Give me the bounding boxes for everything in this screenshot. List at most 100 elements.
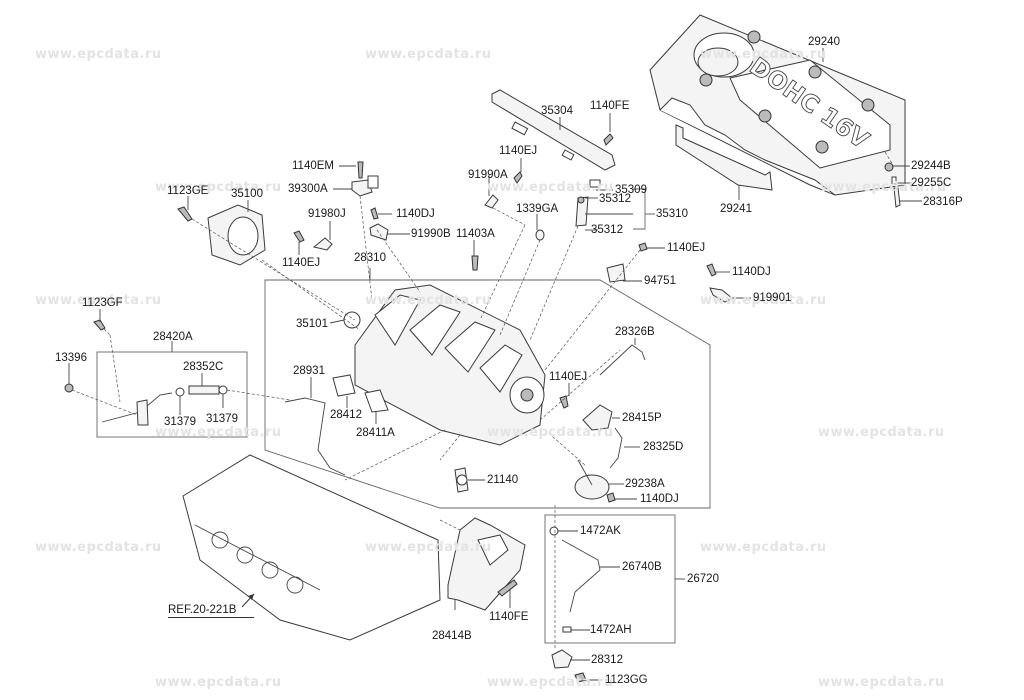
part-label-1123GF[interactable]: 1123GF [82, 297, 123, 309]
part-label-29244B[interactable]: 29244B [911, 160, 951, 172]
bracket-28420A[interactable] [136, 399, 149, 426]
part-label-26720[interactable]: 26720 [687, 573, 719, 585]
part-label-35304[interactable]: 35304 [541, 105, 573, 117]
part-label-26740B[interactable]: 26740B [622, 561, 662, 573]
clip-1339GA[interactable] [535, 229, 545, 241]
part-label-1140DJ-low[interactable]: 1140DJ [640, 493, 679, 505]
bracket-919901[interactable] [709, 287, 733, 303]
hose-28352C[interactable] [188, 385, 220, 395]
part-label-29238A[interactable]: 29238A [625, 478, 665, 490]
part-label-91980J[interactable]: 91980J [308, 208, 346, 220]
part-label-94751[interactable]: 94751 [644, 275, 676, 287]
nut-13396[interactable] [64, 383, 74, 393]
bracket-91990B[interactable] [369, 223, 389, 241]
part-label-35312-b[interactable]: 35312 [591, 224, 623, 236]
part-label-31379-b[interactable]: 31379 [206, 413, 238, 425]
part-label-1140DJ-top[interactable]: 1140DJ [396, 208, 435, 220]
part-label-35312-a[interactable]: 35312 [599, 193, 631, 205]
part-label-28420A[interactable]: 28420A [153, 331, 193, 343]
part-label-1140EJ-mid[interactable]: 1140EJ [549, 371, 588, 383]
part-label-1472AH[interactable]: 1472AH [590, 624, 632, 636]
part-label-35101[interactable]: 35101 [296, 318, 328, 330]
intake-manifold-28310[interactable] [354, 284, 546, 446]
clamp-31379-b[interactable] [218, 385, 228, 395]
part-label-29255C[interactable]: 29255C [911, 177, 952, 189]
hose-26740B[interactable] [561, 539, 601, 613]
part-label-91990A[interactable]: 91990A [468, 169, 508, 181]
part-label-35310[interactable]: 35310 [656, 208, 688, 220]
clamp-31379-a[interactable] [175, 387, 185, 397]
part-label-35309[interactable]: 35309 [615, 184, 647, 196]
part-label-28310[interactable]: 28310 [354, 252, 386, 264]
bolt-1140DJ-low[interactable] [606, 492, 616, 503]
part-label-1123GE[interactable]: 1123GE [167, 185, 209, 197]
part-label-28411A[interactable]: 28411A [356, 427, 395, 439]
part-label-21140[interactable]: 21140 [487, 474, 519, 486]
bolt-1123GF[interactable] [93, 319, 106, 331]
throttle-body-35100[interactable] [207, 204, 266, 266]
part-label-28415P[interactable]: 28415P [622, 412, 662, 424]
part-label-28931[interactable]: 28931 [293, 365, 325, 377]
part-label-11403A[interactable]: 11403A [456, 228, 495, 240]
actuator-29238A[interactable] [574, 459, 610, 500]
bolt-1140EJ-mid[interactable] [559, 395, 569, 409]
part-label-1140FE-low[interactable]: 1140FE [489, 611, 529, 623]
part-label-1140EJ-rail[interactable]: 1140EJ [499, 145, 538, 157]
gasket-28412[interactable] [332, 374, 356, 397]
part-label-1339GA[interactable]: 1339GA [516, 203, 559, 215]
collar-29255C[interactable] [891, 176, 897, 185]
injector-35310[interactable] [575, 179, 601, 227]
part-label-28352C[interactable]: 28352C [183, 361, 224, 373]
bolt-1140EJ-rail[interactable] [513, 171, 523, 184]
bolt-11403A[interactable] [471, 255, 479, 271]
part-label-1140FE-top[interactable]: 1140FE [590, 100, 630, 112]
part-label-1140EM[interactable]: 1140EM [292, 160, 334, 172]
bracket-28414B[interactable] [447, 517, 526, 611]
part-label-28412[interactable]: 28412 [330, 409, 362, 421]
bracket-91990A[interactable] [484, 194, 499, 209]
part-label-28312[interactable]: 28312 [591, 654, 623, 666]
part-label-13396[interactable]: 13396 [55, 352, 87, 364]
part-label-1472AK[interactable]: 1472AK [580, 525, 621, 537]
part-label-31379-a[interactable]: 31379 [164, 416, 196, 428]
part-label-1140EJ-right[interactable]: 1140EJ [667, 242, 706, 254]
clamp-1472AH[interactable] [562, 626, 572, 633]
bolt-1140EJ-right[interactable] [638, 242, 648, 252]
hose-28326B[interactable] [599, 344, 646, 376]
reference-label[interactable]: REF.20-221B [168, 603, 255, 618]
bracket-29241[interactable] [675, 124, 773, 191]
part-label-28316P[interactable]: 28316P [923, 196, 963, 208]
clamp-1472AK[interactable] [549, 526, 559, 536]
part-label-29241[interactable]: 29241 [720, 203, 752, 215]
solenoid-28415P[interactable] [582, 404, 613, 431]
pcv-valve-21140[interactable] [454, 467, 469, 493]
pipe-28420A[interactable] [101, 392, 173, 423]
part-label-91990B[interactable]: 91990B [411, 228, 451, 240]
bolt-1140FE-low[interactable] [497, 579, 518, 597]
gasket-28411A[interactable] [364, 389, 389, 413]
part-label-39300A[interactable]: 39300A [288, 183, 328, 195]
grommet-29244B[interactable] [884, 162, 894, 172]
hose-28325D[interactable] [609, 427, 623, 469]
bolt-1123GE[interactable] [177, 206, 193, 222]
engine-cover-29240[interactable]: DOHC 16V [649, 14, 906, 196]
part-label-29240[interactable]: 29240 [808, 36, 840, 48]
bolt-1140DJ-right[interactable] [706, 263, 717, 277]
part-label-35100[interactable]: 35100 [231, 188, 263, 200]
bolt-1140DJ-top[interactable] [370, 207, 379, 220]
bolt-1140FE-top[interactable] [603, 133, 614, 146]
fuel-rail-35304[interactable] [491, 89, 616, 171]
bolt-1140EJ-left[interactable] [293, 230, 305, 243]
bolt-28316P[interactable] [893, 187, 901, 208]
part-label-1140EJ-left[interactable]: 1140EJ [282, 257, 321, 269]
fitting-28312[interactable] [551, 649, 573, 669]
part-label-1123GG[interactable]: 1123GG [605, 674, 648, 686]
part-label-28414B[interactable]: 28414B [432, 630, 472, 642]
bracket-91980J[interactable] [312, 237, 333, 251]
part-label-28326B[interactable]: 28326B [615, 326, 655, 338]
part-label-28325D[interactable]: 28325D [643, 441, 684, 453]
part-label-1140DJ-right[interactable]: 1140DJ [732, 266, 771, 278]
part-label-919901[interactable]: 919901 [753, 292, 792, 304]
bracket-94751[interactable] [606, 263, 626, 283]
bolt-1140EM[interactable] [357, 161, 364, 179]
